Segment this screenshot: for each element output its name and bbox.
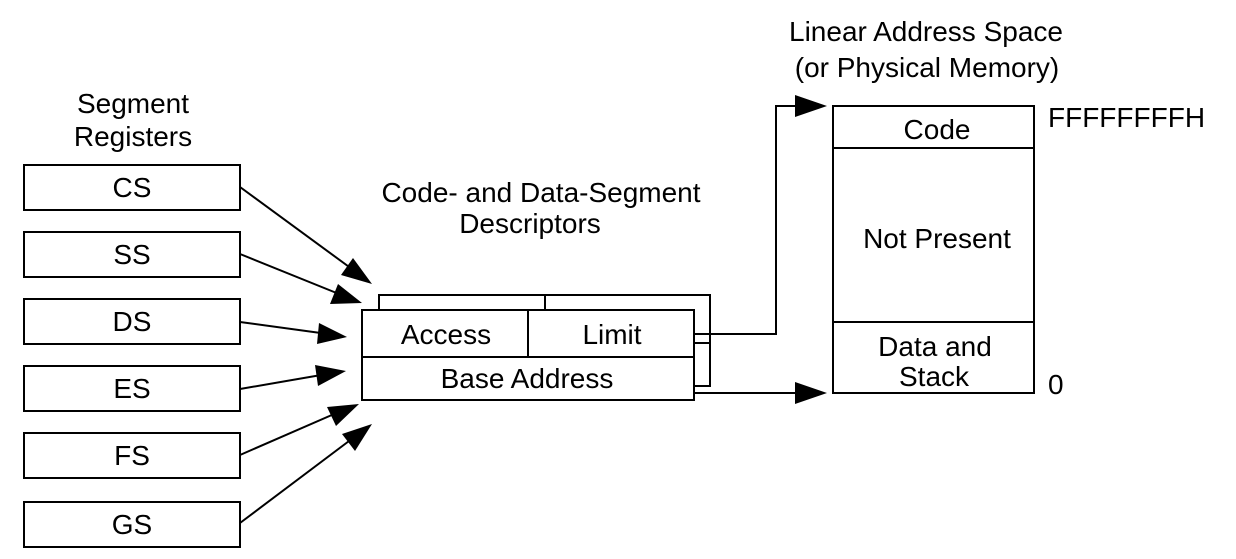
address-space-title-line1: Linear Address Space <box>789 16 1063 47</box>
arrow-line-cs <box>239 186 357 273</box>
back-descriptor-outline <box>378 294 711 387</box>
register-ds: DS <box>23 298 241 345</box>
memory-box <box>832 105 1035 394</box>
segment-registers-title-line1: Segment <box>77 88 189 119</box>
top-address-label: FFFFFFFFH <box>1048 102 1205 133</box>
register-label: DS <box>113 306 152 337</box>
arrow-line-gs <box>239 434 358 524</box>
register-to-descriptor-arrows <box>239 186 372 524</box>
arrow-line-ds <box>239 321 329 335</box>
register-fs: FS <box>23 432 241 479</box>
arrowhead-fs <box>327 404 359 426</box>
limit-arrow-line <box>694 105 806 335</box>
register-label: SS <box>113 239 150 270</box>
limit-arrowhead <box>795 95 827 117</box>
base-arrowhead <box>795 382 827 404</box>
descriptors-title: Code- and Data-Segment Descriptors <box>381 177 700 239</box>
not-present-region-label: Not Present <box>863 223 1011 254</box>
register-cs: CS <box>23 164 241 211</box>
access-field-label: Access <box>401 319 491 350</box>
register-box <box>23 164 241 211</box>
arrowhead-ss <box>330 284 362 304</box>
register-label: ES <box>113 373 150 404</box>
register-es: ES <box>23 365 241 412</box>
code-region-label: Code <box>904 114 971 145</box>
base-address-field-label: Base Address <box>441 363 614 394</box>
arrow-line-ss <box>239 253 345 297</box>
register-box <box>23 501 241 548</box>
descriptors-title-line2: Descriptors <box>459 208 601 239</box>
register-gs: GS <box>23 501 241 548</box>
arrowhead-ds <box>317 323 347 344</box>
register-label: FS <box>114 440 150 471</box>
register-box <box>23 298 241 345</box>
arrowhead-es <box>315 365 346 386</box>
register-label: GS <box>112 509 152 540</box>
descriptor-back-outline <box>378 294 711 387</box>
segment-registers-title-line2: Registers <box>74 121 192 152</box>
data-region-label-line1: Data and <box>878 331 992 362</box>
descriptor-front: Access Limit Base Address <box>361 309 695 401</box>
register-ss: SS <box>23 231 241 278</box>
segment-registers-title: Segment Registers <box>74 88 192 152</box>
memory-block: Code Not Present Data and Stack <box>832 105 1035 394</box>
bottom-address-label: 0 <box>1048 369 1064 400</box>
register-label: CS <box>113 172 152 203</box>
register-box <box>23 432 241 479</box>
descriptors-title-line1: Code- and Data-Segment <box>381 177 700 208</box>
register-box <box>23 231 241 278</box>
arrow-line-fs <box>239 410 342 456</box>
limit-field-label: Limit <box>582 319 641 350</box>
descriptor-to-memory-arrows <box>694 95 827 404</box>
arrow-line-es <box>239 373 328 390</box>
arrowhead-gs <box>342 424 372 451</box>
address-space-title-line2: (or Physical Memory) <box>795 52 1059 83</box>
data-region-label-line2: Stack <box>899 361 970 392</box>
address-space-title: Linear Address Space (or Physical Memory… <box>789 16 1063 83</box>
arrowhead-cs <box>341 258 372 284</box>
